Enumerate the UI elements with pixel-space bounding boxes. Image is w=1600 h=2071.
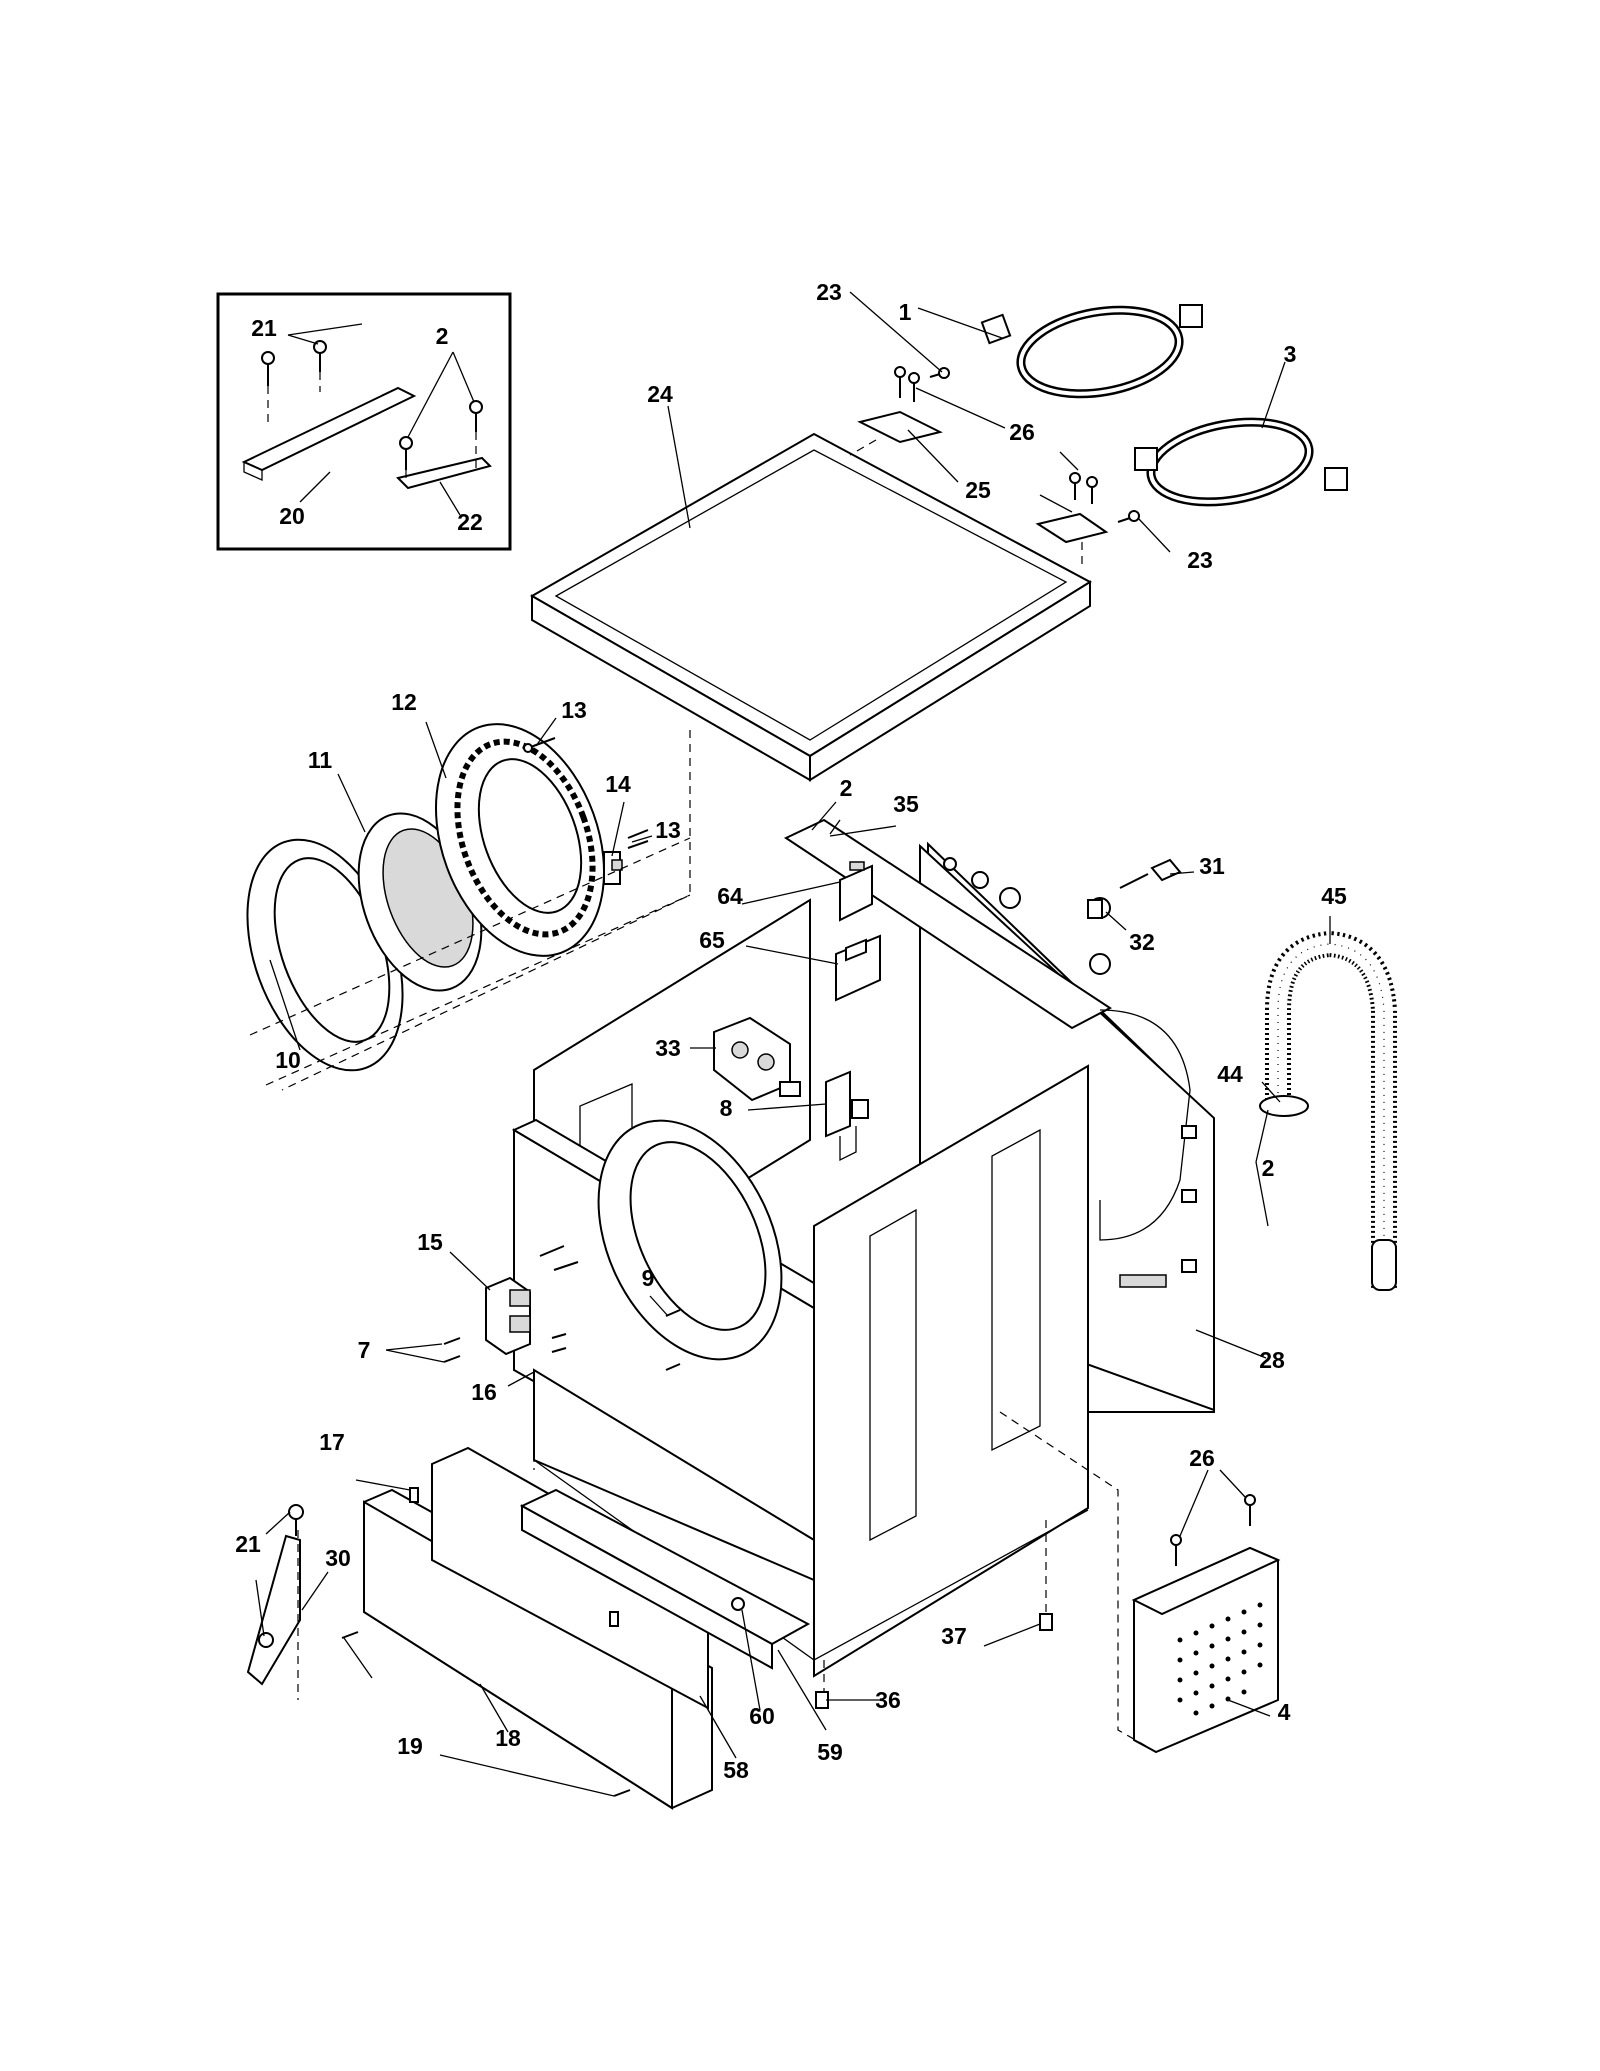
hinge-bracket-25 — [849, 410, 1109, 566]
water-valve-33 — [713, 1016, 801, 1102]
part-label-2-right: 2 — [1262, 1155, 1275, 1181]
part-label-22: 22 — [457, 509, 483, 535]
part-label-13-right: 13 — [655, 817, 681, 843]
part-label-2-inset: 2 — [436, 323, 449, 349]
part-label-12: 12 — [391, 689, 417, 715]
door-inner-frame-12 — [434, 723, 606, 957]
door-hinge-14 — [603, 851, 623, 885]
bracket-30 — [246, 1534, 301, 1686]
washer-44 — [1259, 1095, 1309, 1117]
panel-58 — [431, 1446, 709, 1710]
inlet-hose-3 — [1134, 417, 1348, 507]
pressure-switch-8 — [825, 1070, 869, 1162]
part-label-65: 65 — [699, 927, 725, 953]
screw-icon — [261, 340, 483, 470]
part-label-2-top: 2 — [840, 775, 853, 801]
screw-icon — [523, 737, 649, 849]
part-label-1: 1 — [899, 299, 912, 325]
screw-icon — [258, 1487, 1053, 1797]
part-label-24: 24 — [647, 381, 673, 407]
part-label-11: 11 — [308, 747, 333, 773]
rear-frame-28 — [943, 857, 1197, 1288]
part-label-30: 30 — [325, 1545, 351, 1571]
drain-hose-45 — [1265, 930, 1397, 1291]
part-label-36: 36 — [875, 1687, 901, 1713]
part-label-18: 18 — [495, 1725, 521, 1751]
part-label-26-bottom: 26 — [1189, 1445, 1215, 1471]
dispenser-65 — [835, 934, 881, 1002]
part-label-7: 7 — [358, 1337, 371, 1363]
part-label-45: 45 — [1321, 883, 1347, 909]
top-panel — [529, 432, 1092, 782]
part-label-28: 28 — [1259, 1347, 1285, 1373]
inset-box — [216, 292, 512, 551]
part-label-14: 14 — [605, 771, 631, 797]
bracket-32 — [1087, 897, 1111, 919]
control-board-64 — [839, 861, 873, 922]
part-label-33: 33 — [655, 1035, 681, 1061]
inlet-hose-1 — [980, 304, 1203, 399]
part-label-23-top: 23 — [816, 279, 842, 305]
part-label-37: 37 — [941, 1623, 967, 1649]
part-label-58: 58 — [723, 1757, 749, 1783]
part-labels: 1 23 3 24 26 25 23 21 2 20 22 12 13 11 1… — [235, 279, 1347, 1783]
pump-cover-4 — [1131, 1546, 1281, 1754]
part-label-4: 4 — [1278, 1699, 1291, 1725]
part-label-9: 9 — [642, 1265, 655, 1291]
part-label-13-top: 13 — [561, 697, 587, 723]
part-label-20: 20 — [279, 503, 305, 529]
screw-icon — [1170, 1494, 1256, 1566]
part-label-21-inset: 21 — [251, 315, 277, 341]
part-label-64: 64 — [717, 883, 743, 909]
screw-icon — [443, 1245, 681, 1371]
part-label-23-right: 23 — [1187, 547, 1213, 573]
part-label-15: 15 — [417, 1229, 443, 1255]
part-label-31: 31 — [1199, 853, 1225, 879]
part-label-44: 44 — [1217, 1061, 1243, 1087]
part-label-60: 60 — [749, 1703, 775, 1729]
part-label-35: 35 — [893, 791, 919, 817]
part-label-21-bottom: 21 — [235, 1531, 261, 1557]
part-label-17: 17 — [319, 1429, 345, 1455]
part-label-19: 19 — [397, 1733, 423, 1759]
switch-31 — [1119, 858, 1182, 889]
part-label-8: 8 — [720, 1095, 733, 1121]
door-ring-10 — [246, 838, 404, 1072]
part-label-16: 16 — [471, 1379, 497, 1405]
part-label-26-top: 26 — [1009, 419, 1035, 445]
part-label-25: 25 — [965, 477, 991, 503]
part-label-3: 3 — [1284, 341, 1297, 367]
cabinet-body — [511, 818, 1215, 1678]
hinge-15 — [485, 1276, 531, 1356]
screw-icon — [894, 366, 1140, 523]
part-label-59: 59 — [817, 1739, 843, 1765]
part-label-10: 10 — [275, 1047, 301, 1073]
part-label-32: 32 — [1129, 929, 1155, 955]
